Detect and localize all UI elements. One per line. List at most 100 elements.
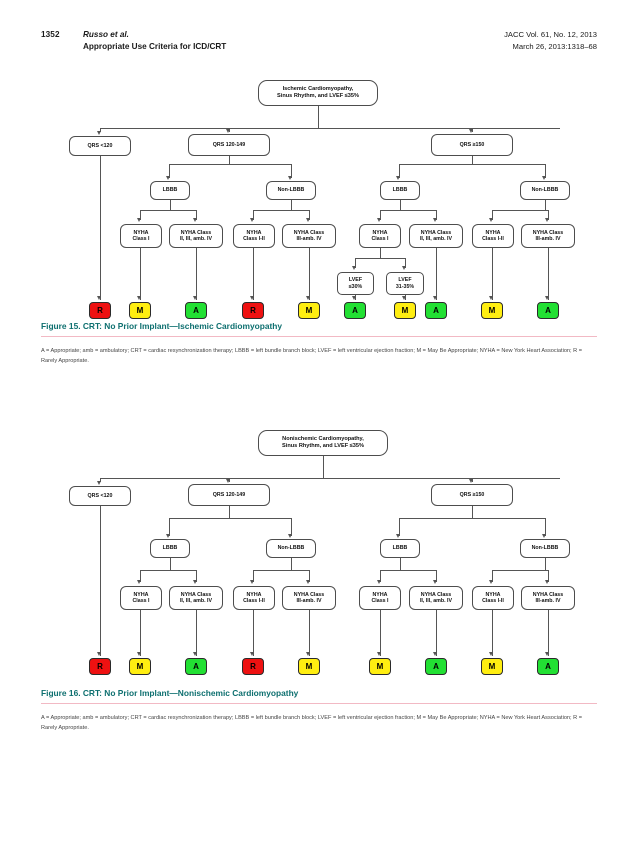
arrowhead-terminal-nyha3 [250,296,255,300]
connector-branch-down-2 [400,200,401,210]
outcome-chip-qrs-lt120: R [89,658,111,675]
arrowhead-qrs_lt120 [97,131,102,135]
journal-date-line: March 26, 2013:1318–68 [512,42,597,51]
connector-terminal-nyha2 [196,248,197,300]
connector-branch-bus-2 [380,570,436,571]
connector-level1-bus [100,478,560,479]
node-lbbb_b: LBBB [380,539,420,558]
outcome-chip-nyha7: M [481,302,503,319]
figure-16-footnote: A = Appropriate; amb = ambulatory; CRT =… [41,715,583,731]
connector-terminal-nyha5 [380,610,381,656]
arrowhead-nyha-r-3 [545,580,550,584]
connector-terminal-nyha7 [492,610,493,656]
arrowhead-terminal-nyha5 [377,652,382,656]
connector-terminal-nyha7 [492,248,493,300]
connector-branch-l-1 [253,570,254,582]
arrowhead-terminal-nyha7 [489,296,494,300]
outcome-chip-nyha6: A [425,658,447,675]
arrowhead-terminal-lvef-le30 [352,296,357,300]
arrowhead-terminal-nyha8 [545,652,550,656]
arrowhead-lvef-3135 [402,266,407,270]
arrowhead-terminal-nyha4 [306,296,311,300]
node-qrs_120_149: QRS 120-149 [188,134,270,156]
connector-branch-bus-2 [380,210,436,211]
outcome-chip-nyha4: M [298,302,320,319]
node-nonlbbb_a: Non-LBBB [266,181,316,200]
connector-terminal-nyha4 [309,610,310,656]
connector-branch-l-1 [253,210,254,220]
connector-to-qrs_lt120 [100,478,101,482]
arrowhead-nyha-l-1 [250,580,255,584]
outcome-chip-nyha1: M [129,658,151,675]
arrowhead-terminal-nyha4 [306,652,311,656]
node-lbbb_a: LBBB [150,181,190,200]
arrowhead-lbbb-b [396,534,401,538]
arrowhead-terminal-nyha3 [250,652,255,656]
connector-qrs120-bus [169,518,291,519]
connector-branch-down-3 [545,200,546,210]
connector-branch-bus-3 [492,210,548,211]
arrowhead-nonlbbb-a [288,534,293,538]
connector-branch-down-0 [170,200,171,210]
arrowhead-qrs_120_149 [226,479,231,483]
arrowhead-qrs_120_149 [226,129,231,133]
arrowhead-terminal-nyha1 [137,652,142,656]
running-head: 1352 Russo et al. Appropriate Use Criter… [0,30,638,62]
arrowhead-nyha-l-0 [137,218,142,222]
connector-branch-bus-3 [492,570,548,571]
connector-branch-l-0 [140,570,141,582]
connector-terminal-nyha6 [436,248,437,300]
node-lbbb_b: LBBB [380,181,420,200]
running-head-authors: Russo et al. [83,30,129,39]
connector-qrs120-right [291,518,292,536]
connector-branch-down-3 [545,558,546,570]
connector-branch-r-1 [309,570,310,582]
connector-root-down [323,456,324,478]
connector-branch-down-0 [170,558,171,570]
connector-branch-l-2 [380,570,381,582]
arrowhead-nyha-r-1 [306,580,311,584]
connector-qrs120-left [169,518,170,536]
connector-branch-r-2 [436,570,437,582]
outcome-chip-nyha2: A [185,302,207,319]
outcome-chip-nyha6: A [425,302,447,319]
figure-15: Ischemic Cardiomyopathy,Sinus Rhythm, an… [0,78,638,319]
connector-qrs120-right [291,164,292,178]
arrowhead-terminal-nyha8 [545,296,550,300]
arrowhead-nyha-l-3 [489,218,494,222]
connector-qrs150-down [472,156,473,164]
running-head-title: Appropriate Use Criteria for ICD/CRT [83,42,227,51]
figure-16-caption-rule [41,703,597,704]
node-root: Nonischemic Cardiomyopathy,Sinus Rhythm,… [258,430,388,456]
arrowhead-lbbb-b [396,176,401,180]
outcome-chip-nyha8: A [537,658,559,675]
arrowhead-qrs_ge150 [469,129,474,133]
outcome-chip-nyha3: R [242,302,264,319]
connector-qrs120-down [229,156,230,164]
connector-qrs150-left [399,164,400,178]
connector-qrs150-left [399,518,400,536]
connector-branch-down-1 [291,558,292,570]
arrowhead-terminal-nyha2 [193,296,198,300]
connector-nyha5-down [380,248,381,258]
outcome-chip-nyha8: A [537,302,559,319]
connector-terminal-nyha3 [253,610,254,656]
arrowhead-nyha-r-2 [433,218,438,222]
node-qrs_lt120: QRS <120 [69,486,131,506]
connector-terminal-nyha8 [548,248,549,300]
arrowhead-terminal-nyha1 [137,296,142,300]
arrowhead-nonlbbb-b [542,176,547,180]
connector-branch-r-0 [196,210,197,220]
connector-branch-l-3 [492,570,493,582]
figure-15-caption-rule [41,336,597,337]
arrowhead-terminal-nyha7 [489,652,494,656]
connector-terminal-qrs-lt120 [100,506,101,656]
